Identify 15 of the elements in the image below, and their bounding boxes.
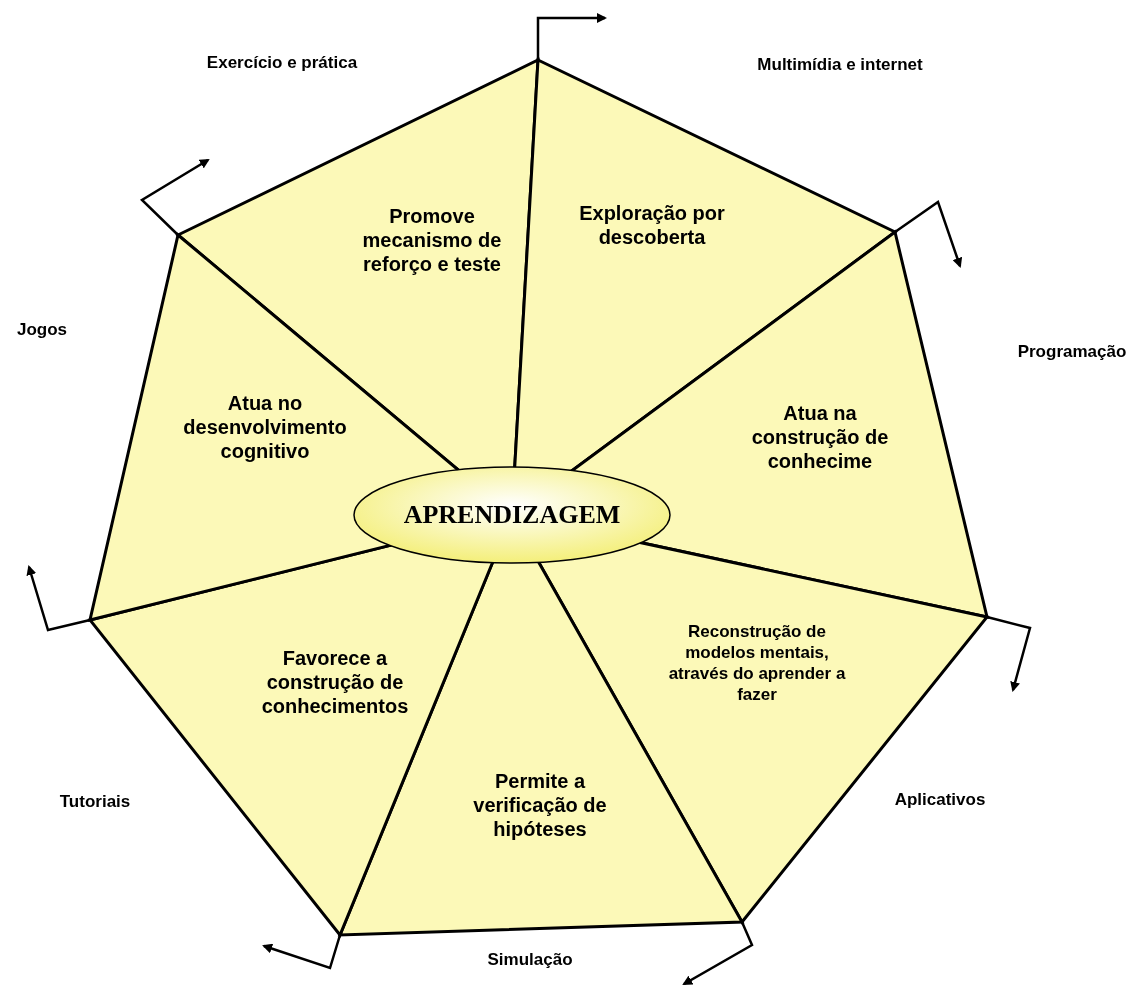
segment-text: Reconstrução de modelos mentais, através do aprender a fazer bbox=[667, 621, 847, 705]
category-label: Tutoriais bbox=[59, 792, 131, 812]
category-label: Jogos bbox=[16, 320, 68, 340]
segment-text: Permite a verificação de hipóteses bbox=[472, 769, 608, 841]
segment-text: Promove mecanismo de reforço e teste bbox=[361, 204, 503, 276]
category-label: Simulação bbox=[487, 950, 573, 970]
category-label: Exercício e prática bbox=[206, 53, 358, 73]
segment-text: Atua na construção de conhecime bbox=[750, 401, 890, 473]
segment-text: Favorece a construção de conhecimentos bbox=[260, 646, 410, 718]
category-label: Programação bbox=[1017, 342, 1127, 362]
center-title: APRENDIZAGEM bbox=[403, 500, 621, 530]
segment-text: Atua no desenvolvimento cognitivo bbox=[182, 391, 348, 463]
category-label: Multimídia e internet bbox=[757, 55, 923, 75]
segment-text: Exploração por descoberta bbox=[578, 201, 726, 249]
category-label: Aplicativos bbox=[894, 790, 986, 810]
